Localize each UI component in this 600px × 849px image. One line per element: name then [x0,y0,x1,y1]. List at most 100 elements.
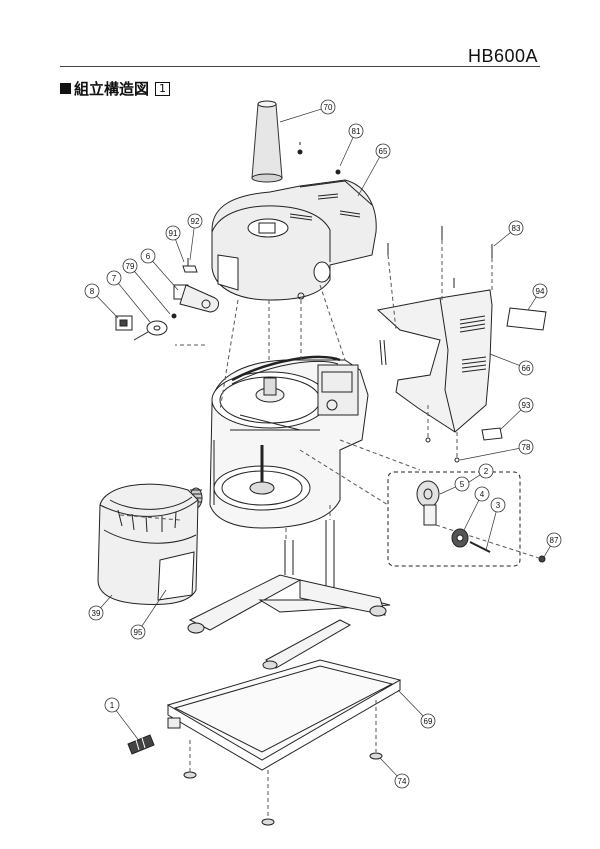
callout-circle [320,99,336,115]
part-number-label: 83 [512,224,521,233]
part-number-label: 3 [496,501,501,510]
callout-39: 39 [88,594,113,621]
part-number-label: 74 [398,777,407,786]
part-number-label: 69 [424,717,433,726]
callout-70: 70 [279,99,336,123]
section-title-text: 組立構造図 [74,80,150,98]
leader-line [175,239,185,263]
rubber-feet [183,752,383,826]
leader-line [279,108,322,123]
part-number-label: 1 [110,701,115,710]
section-title: 組立構造図 1 [60,78,171,99]
part-number-label: 66 [522,364,531,373]
callout-1: 1 [104,697,141,743]
callout-circle [348,123,364,139]
callout-circle [394,773,410,789]
leader-line [459,448,520,461]
leader-line [339,137,354,167]
callout-circle [375,143,391,159]
callout-3: 3 [485,497,506,551]
callout-65: 65 [357,143,391,197]
leader-line [543,545,551,558]
part-number-label: 79 [126,262,135,271]
side-cover-part [376,289,493,433]
callout-circle [130,624,146,640]
part-number-label: 6 [146,252,151,261]
part-number-label: 95 [134,628,143,637]
callout-circle [490,497,506,513]
figure-number: 1 [155,81,171,96]
leader-line [152,261,179,291]
callout-circle [165,225,181,241]
small-plate-part [481,427,503,441]
callout-circle [106,270,122,286]
part-number-label: 39 [92,609,101,618]
part-number-label: 91 [169,229,178,238]
callout-circle [84,283,100,299]
callout-circle [518,397,534,413]
callout-circle [546,532,562,548]
part-number-label: 93 [522,401,531,410]
callout-8: 8 [84,283,119,319]
leader-line [489,353,520,366]
callout-circle [454,476,470,492]
drip-tray-part [166,659,402,771]
leader-line [96,295,119,319]
callout-circle [104,697,120,713]
callout-2: 2 [459,463,494,489]
callout-5: 5 [439,476,470,495]
callout-circle [518,360,534,376]
model-number: HB600A [467,46,538,66]
drive-unit-parts [416,480,546,563]
callout-circle [532,283,548,299]
callout-95: 95 [130,589,167,640]
leader-line [115,710,141,743]
callout-94: 94 [527,283,548,311]
part-number-label: 2 [484,467,489,476]
callout-circle [478,463,494,479]
leader-line [189,227,195,261]
main-housing [209,355,369,529]
callout-4: 4 [463,486,490,531]
leader-line [493,232,511,247]
part-number-label: 81 [352,127,361,136]
leader-line [118,283,151,323]
leader-line [100,594,113,609]
callout-74: 74 [379,757,410,789]
leader-line [134,271,171,315]
callout-7: 7 [106,270,151,323]
leader-line [499,409,522,431]
callout-circle [508,220,524,236]
callout-circle [122,258,138,274]
leader-line [527,296,537,311]
leader-line [397,689,424,717]
callout-78: 78 [459,439,534,461]
part-number-label: 78 [522,443,531,452]
part-number-label: 7 [112,274,117,283]
part-number-label: 65 [379,147,388,156]
leader-line [141,589,167,627]
callout-circle [420,713,436,729]
part-number-label: 5 [460,480,465,489]
callout-81: 81 [339,123,364,167]
drive-unit-group-box [387,471,521,567]
part-number-label: 87 [550,536,559,545]
switch-assembly [115,258,220,341]
screws [387,226,493,463]
callout-92: 92 [187,213,203,261]
part-number-label: 4 [480,490,485,499]
part-number-label: 8 [90,287,95,296]
chute-part [251,100,283,183]
leader-line [439,486,456,495]
drain-plug-part [127,734,155,755]
leader-line [485,511,497,551]
part-number-label: 94 [536,287,545,296]
square-bullet-icon [60,83,71,94]
leader-line [357,156,380,197]
callout-circle [518,439,534,455]
stand-part [187,520,391,670]
callout-66: 66 [489,353,534,376]
part-number-label: 70 [324,103,333,112]
